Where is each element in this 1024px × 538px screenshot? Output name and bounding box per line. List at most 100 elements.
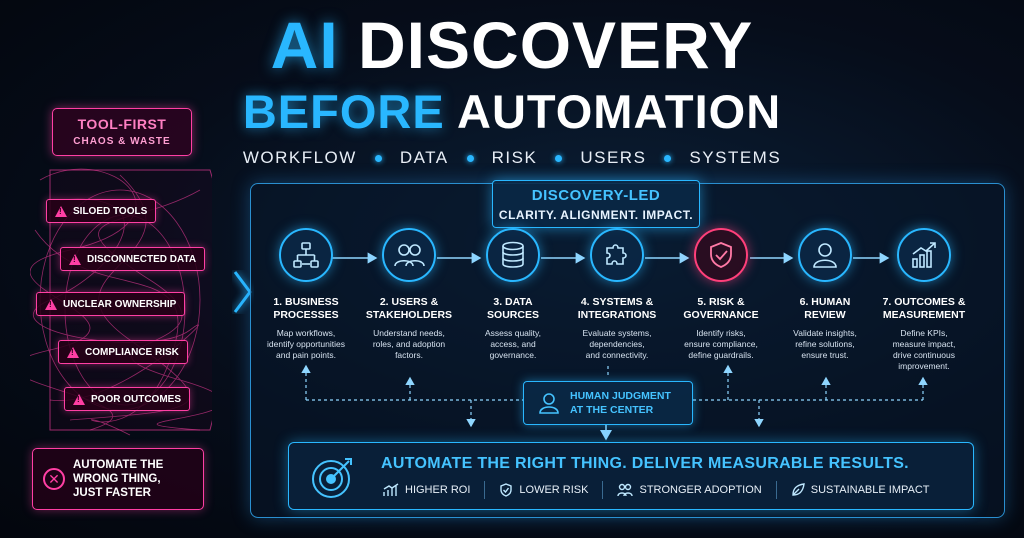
step-desc-line: access, and: [490, 339, 536, 349]
step-desc-line: Assess quality,: [484, 328, 542, 338]
dimension-systems: SYSTEMS: [689, 148, 782, 167]
discovery-led-box: DISCOVERY-LED CLARITY. ALIGNMENT. IMPACT…: [492, 180, 700, 228]
database-icon: [486, 228, 540, 282]
dimension-data: DATA: [399, 148, 449, 167]
step-description: Assess quality, access, and governance.: [458, 328, 568, 361]
human-judgment-line: HUMAN JUDGMENT: [570, 390, 671, 402]
discovery-led-tagline: CLARITY. ALIGNMENT. IMPACT.: [498, 208, 694, 222]
step-desc-line: Map workflows,: [276, 328, 336, 338]
main-title: AI DISCOVERY: [0, 8, 1024, 82]
benefit-label: SUSTAINABLE IMPACT: [810, 484, 930, 496]
result-line-3: JUST FASTER: [73, 487, 151, 499]
step-title: 4. SYSTEMS & INTEGRATIONS: [562, 296, 672, 322]
step-desc-line: Understand needs,: [373, 328, 445, 338]
step-desc-line: and connectivity.: [585, 350, 649, 360]
step-business-processes: 1. BUSINESS PROCESSES Map workflows, ide…: [251, 228, 361, 361]
warning-label: POOR OUTCOMES: [91, 393, 182, 405]
step-data-sources: 3. DATA SOURCES Assess quality, access, …: [458, 228, 568, 361]
dimension-workflow: WORKFLOW: [242, 148, 357, 167]
step-desc-line: Evaluate systems,: [582, 328, 652, 338]
benefit-stronger-adoption: STRONGER ADOPTION: [603, 481, 777, 499]
step-title-line: 1. BUSINESS: [273, 296, 339, 308]
growth-chart-icon: [897, 228, 951, 282]
separator-dot: [466, 154, 474, 162]
step-desc-line: and pain points.: [275, 350, 337, 360]
result-line-2: WRONG THING,: [73, 473, 161, 485]
step-title: 1. BUSINESS PROCESSES: [251, 296, 361, 322]
step-title-line: SOURCES: [487, 309, 539, 321]
step-description: Define KPIs, measure impact, drive conti…: [869, 328, 979, 372]
step-desc-line: improvement.: [898, 361, 950, 371]
step-desc-line: factors.: [395, 350, 423, 360]
step-title: 2. USERS & STAKEHOLDERS: [354, 296, 464, 322]
step-users-stakeholders: 2. USERS & STAKEHOLDERS Understand needs…: [354, 228, 464, 361]
tool-first-result: ✕ AUTOMATE THE WRONG THING, JUST FASTER: [32, 448, 204, 510]
step-desc-line: Validate insights,: [793, 328, 857, 338]
warning-label: COMPLIANCE RISK: [85, 346, 179, 358]
step-desc-line: ensure trust.: [801, 350, 849, 360]
step-desc-line: Identify risks,: [696, 328, 746, 338]
warning-icon: [55, 205, 67, 217]
warning-unclear-ownership: UNCLEAR OWNERSHIP: [36, 292, 186, 316]
step-title-line: PROCESSES: [273, 309, 339, 321]
tool-first-title: TOOL-FIRST: [77, 116, 167, 132]
benefit-higher-roi: HIGHER ROI: [369, 481, 486, 499]
warning-icon: [73, 393, 85, 405]
step-title-line: GOVERNANCE: [683, 309, 759, 321]
step-desc-line: ensure compliance,: [684, 339, 758, 349]
step-title-line: MEASUREMENT: [882, 309, 966, 321]
warning-siloed-tools: SILOED TOOLS: [46, 199, 157, 223]
tool-first-title-box: TOOL-FIRST CHAOS & WASTE: [52, 108, 192, 156]
subtitle-rest: AUTOMATION: [457, 85, 782, 138]
benefit-list: HIGHER ROI LOWER RISK STRONGER ADOPTION: [369, 481, 944, 499]
step-title: 7. OUTCOMES & MEASUREMENT: [869, 296, 979, 322]
dimension-list: WORKFLOW DATA RISK USERS SYSTEMS: [0, 148, 1024, 168]
step-desc-line: drive continuous: [893, 350, 955, 360]
step-title-line: 4. SYSTEMS &: [580, 296, 654, 308]
step-description: Evaluate systems, dependencies, and conn…: [562, 328, 672, 361]
warning-icon: [45, 298, 57, 310]
warning-disconnected-data: DISCONNECTED DATA: [60, 247, 206, 271]
step-desc-line: refine solutions,: [795, 339, 855, 349]
step-title-line: 3. DATA: [493, 296, 533, 308]
benefit-label: LOWER RISK: [519, 484, 589, 496]
discovery-led-title: DISCOVERY-LED: [531, 187, 661, 204]
step-desc-line: define guardrails.: [688, 350, 754, 360]
benefit-sustainable-impact: SUSTAINABLE IMPACT: [777, 481, 944, 499]
step-outcomes-measurement: 7. OUTCOMES & MEASUREMENT Define KPIs, m…: [869, 228, 979, 372]
step-title-line: REVIEW: [804, 309, 846, 321]
person-icon: [798, 228, 852, 282]
users-icon: [382, 228, 436, 282]
tool-first-result-text: AUTOMATE THE WRONG THING, JUST FASTER: [73, 458, 163, 500]
warning-label: UNCLEAR OWNERSHIP: [63, 298, 177, 310]
human-judgment-text: HUMAN JUDGMENT AT THE CENTER: [570, 389, 671, 417]
person-icon: [539, 393, 559, 414]
subtitle: BEFORE AUTOMATION: [0, 86, 1024, 138]
step-systems-integrations: 4. SYSTEMS & INTEGRATIONS Evaluate syste…: [562, 228, 672, 361]
step-desc-line: roles, and adoption: [372, 339, 446, 349]
growth-chart-icon: [383, 483, 399, 496]
human-judgment-line: AT THE CENTER: [570, 404, 654, 416]
step-title-line: INTEGRATIONS: [577, 309, 657, 321]
warning-label: DISCONNECTED DATA: [87, 253, 197, 265]
puzzle-icon: [590, 228, 644, 282]
step-desc-line: governance.: [489, 350, 537, 360]
step-description: Validate insights, refine solutions, ens…: [770, 328, 880, 361]
step-desc-line: measure impact,: [892, 339, 956, 349]
benefit-lower-risk: LOWER RISK: [485, 481, 604, 499]
result-line-1: AUTOMATE THE: [73, 459, 164, 471]
warning-poor-outcomes: POOR OUTCOMES: [64, 387, 191, 411]
target-icon: [312, 458, 352, 498]
step-title: 5. RISK & GOVERNANCE: [666, 296, 776, 322]
step-description: Identify risks, ensure compliance, defin…: [666, 328, 776, 361]
step-description: Map workflows, identify opportunities an…: [251, 328, 361, 361]
step-description: Understand needs, roles, and adoption fa…: [354, 328, 464, 361]
leaf-icon: [792, 483, 805, 496]
step-risk-governance: 5. RISK & GOVERNANCE Identify risks, ens…: [666, 228, 776, 361]
tool-first-subtitle: CHAOS & WASTE: [73, 136, 171, 147]
result-banner: AUTOMATE THE RIGHT THING. DELIVER MEASUR…: [288, 442, 974, 510]
title-accent: AI: [270, 8, 339, 82]
title-rest: DISCOVERY: [358, 8, 754, 82]
shield-check-icon: [500, 483, 513, 497]
step-desc-line: dependencies,: [589, 339, 645, 349]
